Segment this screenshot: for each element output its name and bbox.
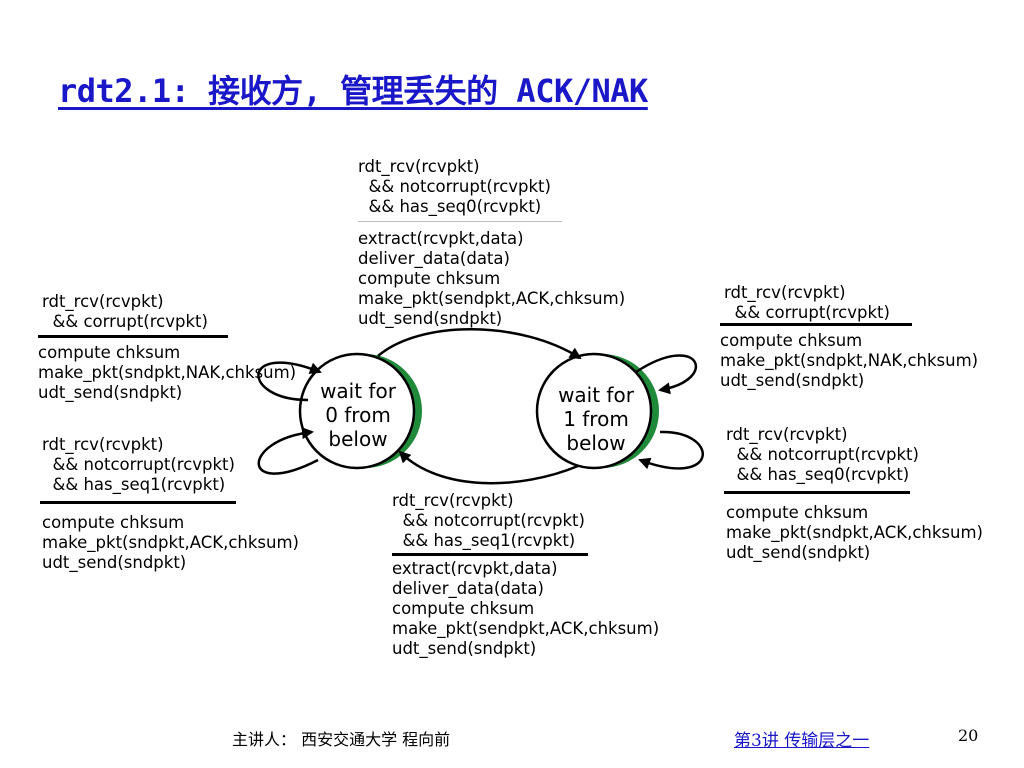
- slide-title: rdt2.1: 接收方, 管理丢失的 ACK/NAK: [58, 72, 648, 110]
- page-number: 20: [958, 726, 979, 745]
- arrow-self-loop-right-top: [635, 354, 698, 395]
- right-top-event: rdt_rcv(rcvpkt) && corrupt(rcvpkt): [724, 283, 890, 322]
- left-bottom-divider: [40, 501, 236, 504]
- right-top-action: compute chksum make_pkt(sndpkt,NAK,chksu…: [720, 331, 979, 390]
- footer-lecture-link[interactable]: 第3讲 传输层之一: [734, 731, 870, 751]
- left-bottom-event: rdt_rcv(rcvpkt) && notcorrupt(rcvpkt) &&…: [42, 435, 235, 494]
- bottom-action: extract(rcvpkt,data) deliver_data(data) …: [392, 559, 660, 658]
- right-bottom-divider: [724, 491, 910, 494]
- top-action: extract(rcvpkt,data) deliver_data(data) …: [358, 229, 626, 328]
- right-bottom-event: rdt_rcv(rcvpkt) && notcorrupt(rcvpkt) &&…: [726, 425, 919, 484]
- arrow-self-loop-left-bottom: [257, 427, 319, 475]
- state-0-circle: [298, 352, 422, 470]
- bottom-event: rdt_rcv(rcvpkt) && notcorrupt(rcvpkt) &&…: [392, 491, 585, 550]
- arrow-bottom: [398, 450, 579, 485]
- state-0-label: wait for 0 from below: [320, 379, 396, 451]
- top-event: rdt_rcv(rcvpkt) && notcorrupt(rcvpkt) &&…: [358, 157, 551, 216]
- arrow-top: [377, 328, 582, 360]
- arrow-self-loop-left-top: [257, 361, 322, 402]
- arrow-self-loop-right-bottom: [638, 430, 704, 470]
- left-top-divider: [38, 335, 228, 338]
- state-1-label: wait for 1 from below: [558, 383, 634, 455]
- bottom-divider: [392, 553, 588, 556]
- right-top-divider: [720, 323, 912, 326]
- right-bottom-action: compute chksum make_pkt(sndpkt,ACK,chksu…: [726, 503, 983, 562]
- left-bottom-action: compute chksum make_pkt(sndpkt,ACK,chksu…: [42, 513, 299, 572]
- state-1-circle: [535, 352, 659, 470]
- top-divider: [358, 221, 562, 222]
- left-top-event: rdt_rcv(rcvpkt) && corrupt(rcvpkt): [42, 292, 208, 331]
- footer-presenter: 主讲人： 西安交通大学 程向前: [232, 730, 451, 749]
- left-top-action: compute chksum make_pkt(sndpkt,NAK,chksu…: [38, 343, 297, 402]
